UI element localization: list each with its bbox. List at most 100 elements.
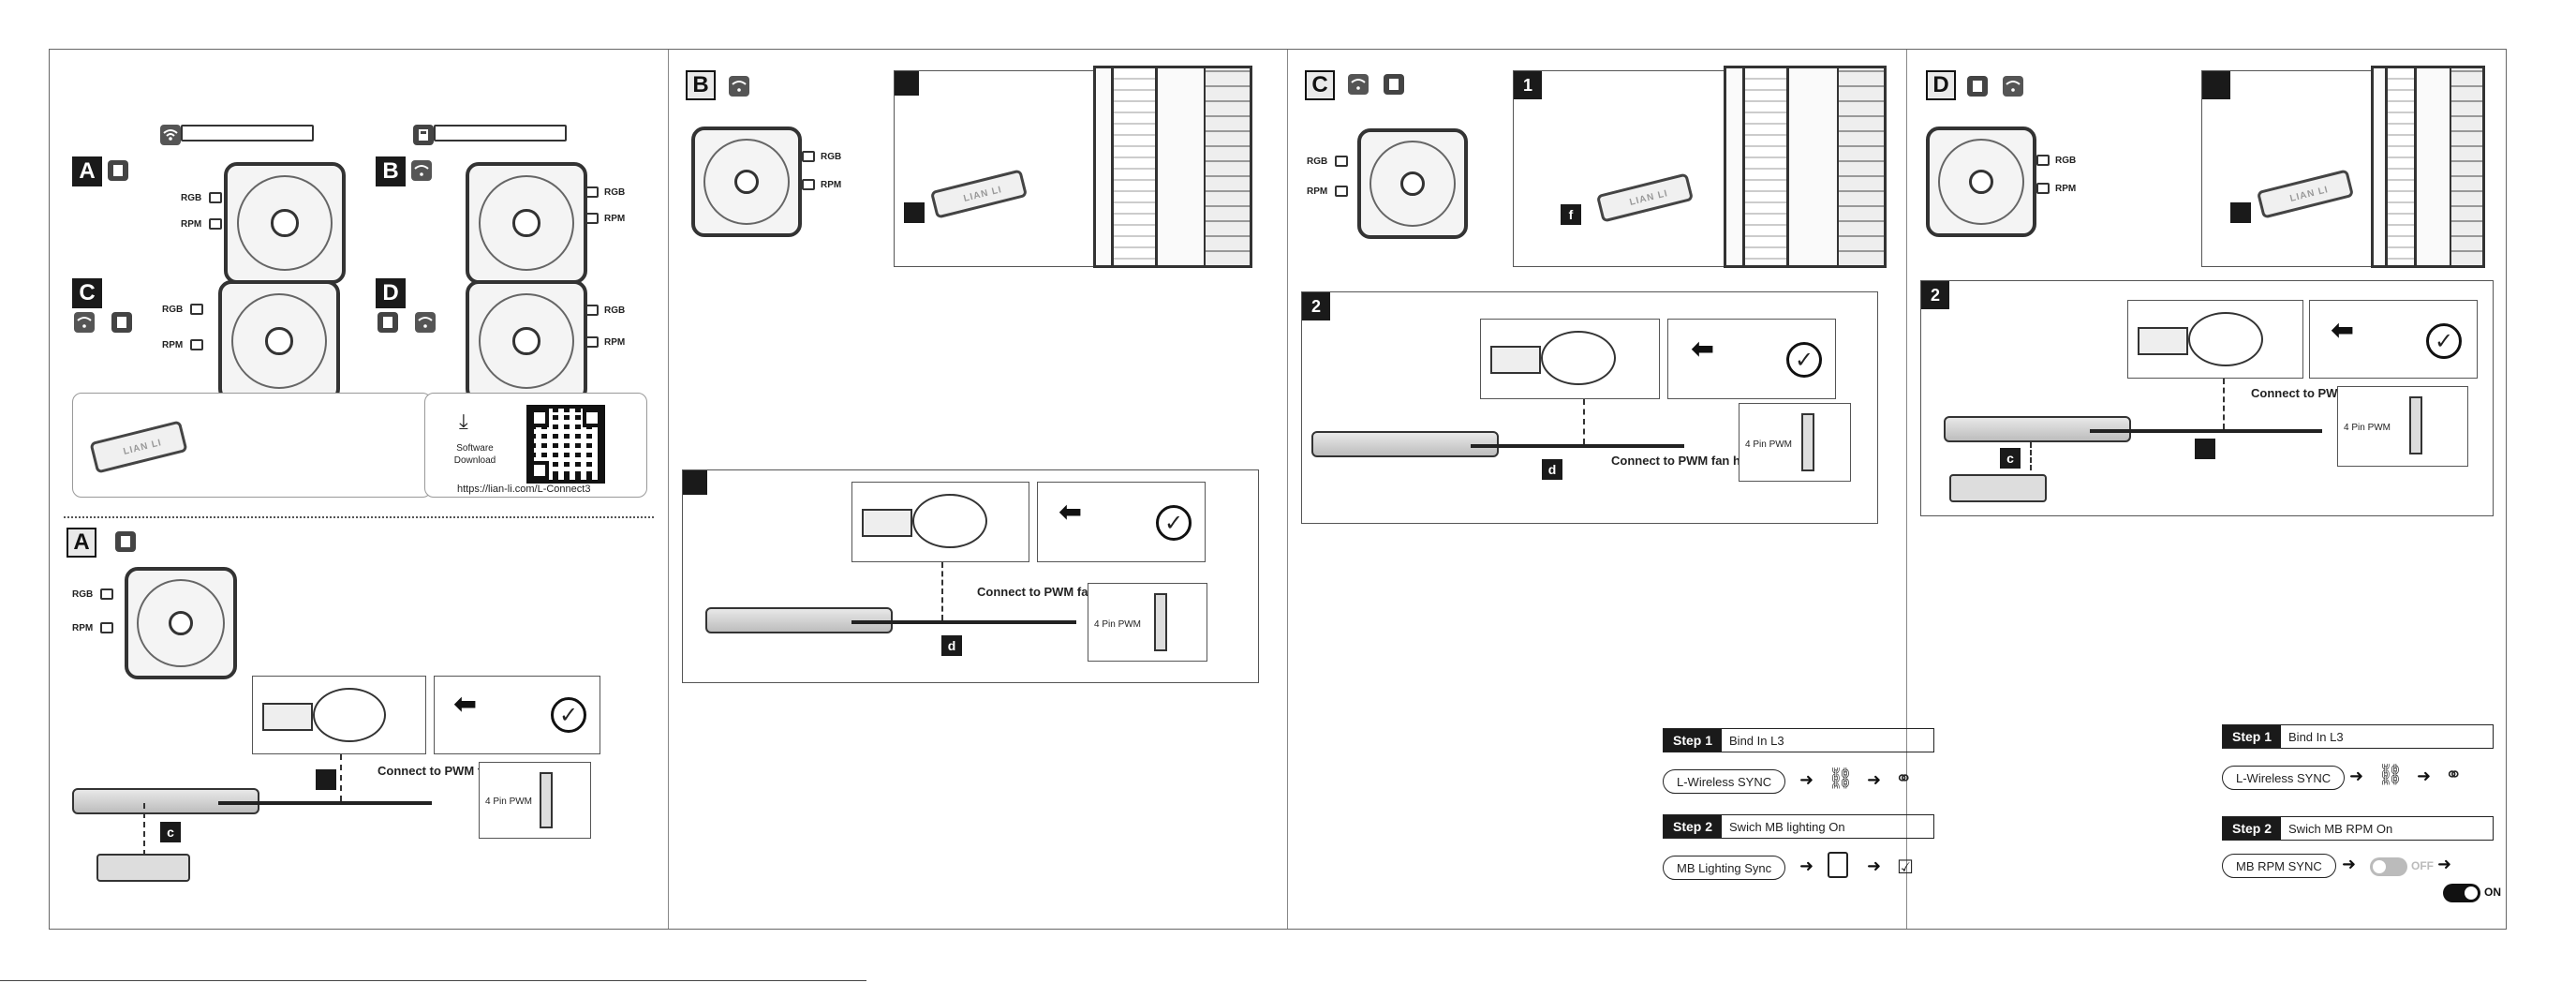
wifi-icon — [74, 312, 95, 333]
usb-dongle: LIAN LI — [929, 169, 1029, 219]
marker-d: d — [941, 635, 962, 656]
panel-D: D RGB RPM LIAN LI 2 ⬅ ✓ Conn — [1907, 50, 2508, 929]
usb-dongle: LIAN LI — [2256, 169, 2355, 219]
badge-A: A — [67, 528, 96, 558]
port-icon — [111, 312, 132, 333]
dashed-guide — [2030, 442, 2032, 470]
controller — [96, 854, 190, 882]
marker — [2195, 439, 2215, 459]
unlink-icon: ⛓ — [1828, 767, 1854, 791]
fan-side-view — [1311, 431, 1499, 457]
rpm-label: RPM — [2055, 184, 2077, 194]
check-circle-icon: ✓ — [2426, 323, 2462, 359]
arrow-right-icon: ➜ — [2417, 767, 2432, 786]
qr-code[interactable] — [526, 405, 605, 484]
checkbox-empty-icon — [1828, 852, 1848, 878]
arrow-left-icon: ⬅ — [2331, 314, 2355, 347]
mb-lighting-sync-button[interactable]: MB Lighting Sync — [1663, 856, 1786, 880]
badge-B: B — [686, 70, 716, 100]
fan-C — [218, 280, 340, 402]
fan-A-wiring — [125, 567, 237, 679]
step1-header: Step 1 Bind In L3 — [2222, 724, 2494, 749]
rgb-label: RGB — [72, 589, 94, 600]
wifi-port-icon — [190, 339, 203, 350]
pwm-header: 4 Pin PWM — [1739, 403, 1851, 482]
checkbox-icon: ☑ — [1897, 856, 1914, 878]
wifi-port-icon — [585, 213, 599, 224]
step1-header: Step 1 Bind In L3 — [1663, 728, 1934, 752]
rgb-label: RGB — [2055, 156, 2077, 166]
step2-text: Swich MB lighting On — [1729, 819, 1845, 834]
signal-bar-wired — [434, 125, 567, 141]
badge-D: D — [376, 278, 406, 308]
wifi-icon — [415, 312, 436, 333]
motherboard-dongle-view: LIAN LI — [894, 66, 1252, 268]
port-icon — [108, 160, 128, 181]
wifi-icon — [729, 76, 749, 97]
cable — [2090, 429, 2322, 433]
marker — [2230, 202, 2251, 223]
dashed-guide — [143, 803, 145, 856]
rgb-label: RGB — [1307, 156, 1328, 167]
badge-B: B — [376, 156, 406, 186]
pwm-header: 4 Pin PWM — [479, 762, 591, 839]
rgb-label: RGB — [821, 152, 842, 162]
marker-c: c — [2000, 448, 2021, 469]
marker — [316, 769, 336, 790]
mb-rpm-sync-button[interactable]: MB RPM SYNC — [2222, 854, 2336, 878]
panel-B: B RGB RPM LIAN LI ⬅ ✓ Connect to — [669, 50, 1288, 929]
l-wireless-sync-button[interactable]: L-Wireless SYNC — [1663, 769, 1786, 794]
download-icon: ⤓ — [459, 410, 468, 434]
wifi-port-icon — [802, 151, 815, 162]
link-icon: ⚭ — [2445, 764, 2463, 787]
port-icon — [100, 622, 113, 633]
software-download-label: Software Download — [453, 443, 496, 466]
wifi-port-icon — [585, 186, 599, 198]
arrow-right-icon: ➜ — [1867, 856, 1882, 876]
l-wireless-sync-button[interactable]: L-Wireless SYNC — [2222, 766, 2346, 790]
marker-d: d — [1542, 459, 1562, 480]
arrow-left-icon: ⬅ — [1059, 496, 1083, 529]
step-2: 2 — [1302, 292, 1330, 320]
step1-label: Step 1 — [1664, 729, 1723, 752]
software-url[interactable]: https://lian-li.com/L-Connect3 — [457, 484, 591, 495]
rpm-label: RPM — [604, 337, 626, 348]
connector-zoom-check: ⬅ ✓ — [1667, 319, 1836, 399]
wifi-icon — [1348, 74, 1369, 95]
badge-D: D — [1926, 70, 1956, 100]
port-icon — [115, 531, 136, 552]
off-label: OFF — [2411, 859, 2434, 872]
pin-label: 4 Pin PWM — [485, 797, 533, 807]
rpm-label: RPM — [604, 214, 626, 224]
fan-C-wiring — [1357, 128, 1468, 239]
rpm-label: RPM — [821, 180, 842, 190]
arrow-left-icon: ⬅ — [1691, 333, 1715, 365]
marker-c: c — [160, 822, 181, 842]
wifi-port-icon — [585, 305, 599, 316]
arrow-right-icon: ➜ — [1799, 856, 1814, 876]
step2-label: Step 2 — [1664, 815, 1723, 838]
port-icon — [190, 304, 203, 315]
connector-zoom — [851, 482, 1029, 562]
wifi-icon — [411, 160, 432, 181]
step-marker — [895, 71, 919, 96]
unlink-icon: ⛓ — [2377, 764, 2404, 787]
step-marker — [683, 470, 707, 495]
connector-zoom-check: ⬅ ✓ — [434, 676, 600, 754]
dashed-guide — [2223, 379, 2225, 429]
arrow-right-icon: ➜ — [2349, 767, 2364, 786]
marker-f: f — [1561, 204, 1581, 225]
panel-C: C RGB RPM 1 LIAN LI f 2 ⬅ ✓ d — [1288, 50, 1934, 929]
fan-B-wiring — [691, 127, 802, 237]
port-icon — [209, 218, 222, 230]
link-icon: ⚭ — [1895, 767, 1913, 791]
step2-header: Step 2 Swich MB RPM On — [2222, 816, 2494, 841]
rpm-toggle-off[interactable] — [2370, 857, 2407, 876]
wifi-port-icon — [1335, 186, 1348, 197]
dashed-guide — [1583, 399, 1585, 444]
rpm-toggle-on[interactable] — [2443, 884, 2480, 902]
pin-label: 4 Pin PWM — [2344, 423, 2391, 433]
arrow-right-icon: ➜ — [2342, 855, 2357, 874]
section-divider — [64, 516, 654, 518]
dashed-guide — [941, 562, 943, 620]
